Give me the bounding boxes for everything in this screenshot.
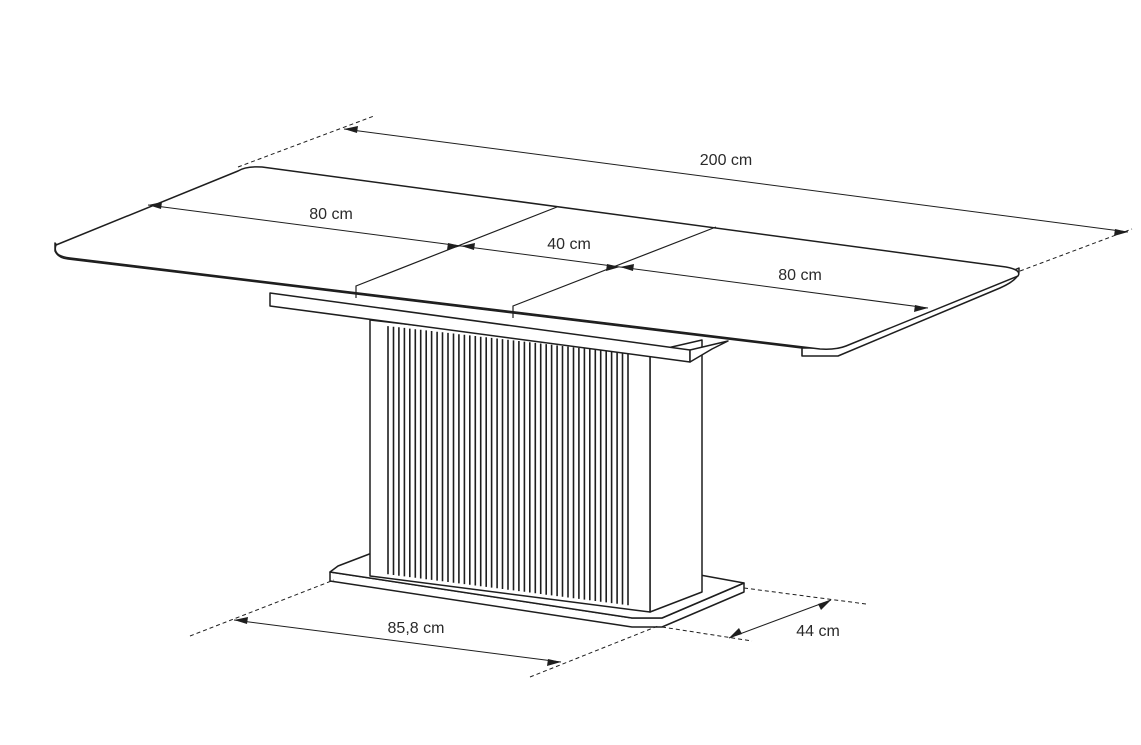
arrow-base-length-end [547, 659, 561, 666]
extension-line-width-front [661, 626, 753, 642]
label-total-length: 200 cm [700, 152, 752, 169]
arrow-right-leaf-start [620, 264, 634, 271]
dimension-base-width: 44 cm [661, 587, 867, 642]
leaf-joint-right [512, 226, 717, 318]
arrow-left-leaf-start [148, 202, 162, 209]
arrow-total-left [344, 126, 358, 133]
pedestal-front-face [369, 319, 651, 613]
dimension-line-total [343, 128, 1129, 233]
arrow-right-leaf-end [914, 305, 928, 312]
table-top-surface [54, 166, 1020, 350]
pedestal-right-face [649, 339, 703, 613]
dimension-right-leaf: 80 cm [619, 264, 929, 312]
arrow-base-width-start [729, 628, 742, 638]
extension-line-width-back [743, 587, 867, 605]
leaf-joint-left [355, 206, 558, 298]
label-right-leaf: 80 cm [778, 267, 822, 284]
apron-right [689, 340, 729, 363]
dimension-base-length: 85,8 cm [189, 579, 659, 678]
dimension-line-middle-leaf [460, 245, 621, 268]
arrow-base-width-end [818, 600, 831, 610]
extension-line-base-right [529, 625, 659, 678]
label-base-width: 44 cm [796, 623, 840, 640]
arrow-base-length-start [234, 617, 248, 624]
dimension-left-leaf: 80 cm [147, 202, 462, 250]
dimension-line-right-leaf [619, 266, 929, 309]
dimension-line-base-length [233, 619, 562, 663]
arrow-total-right [1114, 229, 1128, 236]
table-apron [269, 292, 729, 363]
arrow-left-leaf-end [447, 243, 461, 250]
label-base-length: 85,8 cm [388, 620, 445, 637]
label-left-leaf: 80 cm [309, 206, 353, 223]
dimension-line-left-leaf [147, 204, 462, 247]
pedestal-slats [387, 326, 629, 606]
extension-line-left-total [237, 115, 375, 168]
dimension-line-base-width [728, 599, 832, 639]
extension-line-base-left [189, 579, 335, 637]
label-middle-leaf: 40 cm [547, 236, 591, 253]
pedestal [369, 319, 703, 613]
arrow-middle-leaf-start [461, 243, 475, 250]
dimension-middle-leaf: 40 cm [460, 236, 621, 271]
dimension-total-length: 200 cm [237, 115, 1133, 272]
table-top [54, 166, 1020, 357]
arrow-middle-leaf-end [606, 264, 620, 271]
extension-line-right-total [1019, 228, 1133, 272]
